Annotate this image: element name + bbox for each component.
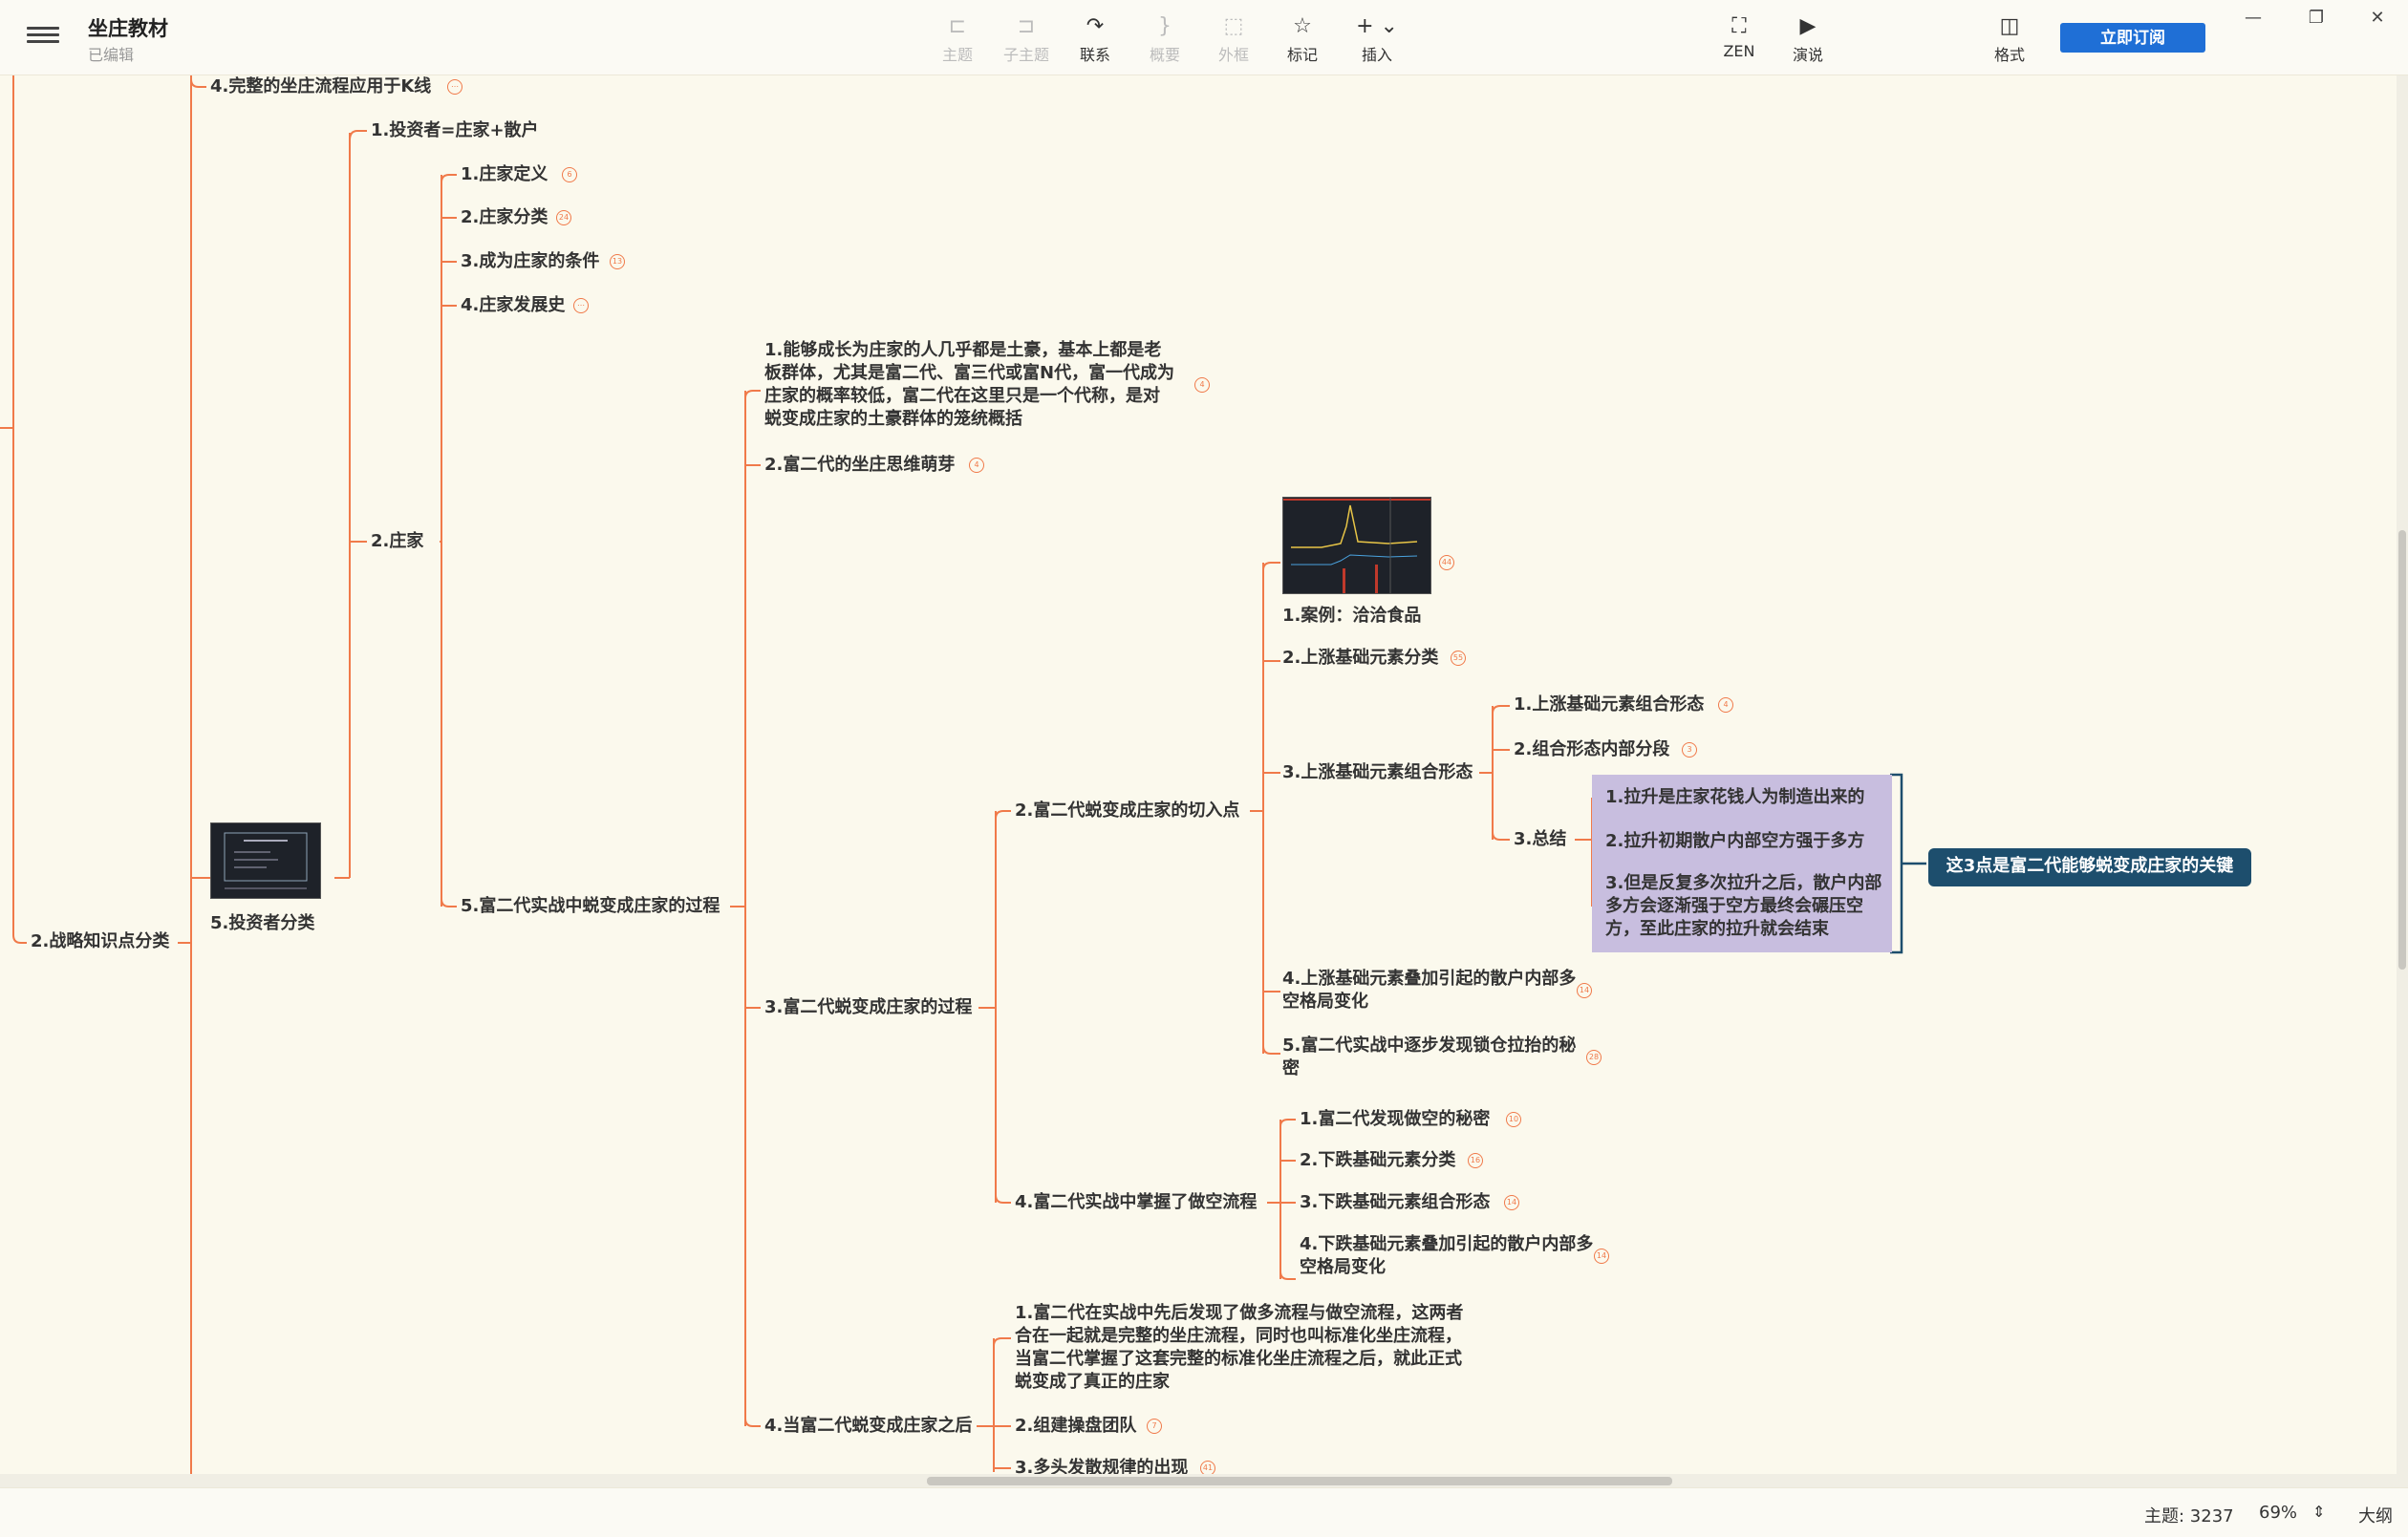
collapse-badge-icon[interactable]: 4 <box>969 458 984 473</box>
investor-diagram-image <box>224 832 308 889</box>
topic-node[interactable]: 3.多头发散规律的出现 <box>1015 1458 1189 1475</box>
topic-button[interactable]: ⊏主题 <box>923 11 992 67</box>
present-button[interactable]: ▶演说 <box>1774 11 1842 67</box>
topic-node[interactable]: 1.拉升是庄家花钱人为制造出来的 <box>1605 787 1865 807</box>
stock-chart-thumbnail <box>1283 498 1430 593</box>
branch-connectors <box>0 75 1926 1475</box>
collapse-badge-icon[interactable]: 55 <box>1451 651 1466 666</box>
vertical-scroll-thumb[interactable] <box>2398 530 2406 970</box>
collapse-badge-icon[interactable]: 14 <box>1504 1195 1519 1210</box>
topic-node[interactable]: 1.富二代发现做空的秘密 <box>1300 1109 1491 1129</box>
topic-node[interactable]: 4.庄家发展史 <box>461 295 566 315</box>
collapse-badge-icon[interactable]: 7 <box>1147 1419 1162 1434</box>
boundary-icon: ⬚ <box>1223 14 1244 38</box>
collapse-badge-icon[interactable]: ⋯ <box>573 298 589 313</box>
summary-icon: } <box>1158 14 1172 38</box>
topic-node[interactable]: 1.庄家定义 <box>461 164 548 184</box>
collapse-badge-icon[interactable]: 4 <box>1718 697 1733 713</box>
topic-node[interactable]: 2.庄家分类 <box>461 207 548 227</box>
topic-node[interactable]: 4.下跌基础元素叠加引起的散户内部多空格局变化 <box>1300 1234 1594 1277</box>
collapse-badge-icon[interactable]: 6 <box>562 167 577 182</box>
topic-node[interactable]: 2.富二代的坐庄思维萌芽 <box>764 455 956 475</box>
relationship-button[interactable]: ↷联系 <box>1061 11 1129 67</box>
close-icon[interactable]: ✕ <box>2370 8 2385 28</box>
horizontal-scroll-thumb[interactable] <box>927 1477 1672 1485</box>
summary-button[interactable]: }概要 <box>1130 11 1199 67</box>
format-panel-icon: ◫ <box>1999 14 2020 38</box>
collapse-badge-icon[interactable]: 3 <box>1682 742 1697 758</box>
insert-button[interactable]: + ⌄插入 <box>1343 11 1411 67</box>
top-toolbar: 坐庄教材 已编辑 ⊏主题 ⊐子主题 ↷联系 }概要 ⬚外框 ☆标记 + ⌄插入 … <box>0 0 2408 75</box>
zoom-level[interactable]: 69% <box>2259 1503 2298 1523</box>
zen-fullscreen-icon: ⛶ <box>1731 14 1747 38</box>
highlight-boundary <box>1592 775 1892 952</box>
summary-node[interactable]: 这3点是富二代能够蜕变成庄家的关键 <box>1928 848 2251 886</box>
collapse-badge-icon[interactable]: 10 <box>1506 1112 1521 1127</box>
outline-button[interactable]: 大纲 <box>2358 1506 2393 1526</box>
topic-node[interactable]: 3.成为庄家的条件 <box>461 251 600 271</box>
collapse-badge-icon[interactable]: 28 <box>1586 1050 1602 1065</box>
topic-node[interactable]: 5.富二代实战中逐步发现锁仓拉抬的秘密 <box>1282 1035 1577 1078</box>
restore-icon[interactable]: ❐ <box>2308 8 2325 28</box>
insert-plus-icon: + ⌄ <box>1356 14 1398 38</box>
topic-node[interactable]: 4.上涨基础元素叠加引起的散户内部多空格局变化 <box>1282 969 1577 1012</box>
document-title: 坐庄教材 <box>88 17 168 40</box>
zoom-stepper-icon[interactable]: ⇕ <box>2312 1503 2326 1521</box>
topic-node[interactable]: 3.上涨基础元素组合形态 <box>1282 762 1473 782</box>
collapse-badge-icon[interactable]: 14 <box>1594 1249 1609 1264</box>
topic-node[interactable]: 1.投资者=庄家+散户 <box>371 120 539 140</box>
topic-count: 主题: 3237 <box>2144 1506 2234 1526</box>
topic-node[interactable]: 3.但是反复多次拉升之后，散户内部多方会逐渐强于空方最终会碾压空方，至此庄家的拉… <box>1605 873 1882 939</box>
present-icon: ▶ <box>1799 14 1817 38</box>
topic-node[interactable]: 1.富二代在实战中先后发现了做多流程与做空流程，这两者合在一起就是完整的坐庄流程… <box>1015 1303 1464 1392</box>
topic-node[interactable]: 3.下跌基础元素组合形态 <box>1300 1192 1491 1212</box>
document-status: 已编辑 <box>88 46 135 64</box>
mindmap-canvas[interactable]: 2.战略知识点分类 4.完整的坐庄流程应用于K线 ⋯ 5.投资者分类 1.投资者… <box>0 75 2397 1475</box>
subtopic-icon: ⊐ <box>1017 14 1036 38</box>
status-bar: 主题: 3237 69% ⇕ 大纲 <box>0 1487 2408 1537</box>
topic-node[interactable]: 2.上涨基础元素分类 <box>1282 648 1439 668</box>
format-button[interactable]: ◫格式 <box>1975 11 2044 67</box>
topic-node[interactable]: 5.投资者分类 <box>210 913 315 933</box>
relationship-icon: ↷ <box>1086 14 1105 38</box>
marker-button[interactable]: ☆标记 <box>1268 11 1337 67</box>
collapse-badge-icon[interactable]: 4 <box>1194 377 1210 393</box>
zen-mode-button[interactable]: ⛶ZEN <box>1705 11 1774 67</box>
topic-node[interactable]: 1.上涨基础元素组合形态 <box>1514 694 1705 715</box>
topic-node[interactable]: 1.能够成长为庄家的人几乎都是土豪，基本上都是老板群体，尤其是富二代、富三代或富… <box>764 340 1175 429</box>
investor-image-thumbnail <box>210 822 321 899</box>
case-chart-image <box>1282 497 1431 594</box>
topic-node[interactable]: 2.富二代蜕变成庄家的切入点 <box>1015 801 1240 821</box>
topic-node[interactable]: 2.战略知识点分类 <box>31 931 170 951</box>
collapse-badge-icon[interactable]: 24 <box>556 210 571 225</box>
collapse-badge-icon[interactable]: 41 <box>1200 1461 1215 1475</box>
subtopic-button[interactable]: ⊐子主题 <box>992 11 1061 67</box>
minimize-icon[interactable]: — <box>2245 8 2262 28</box>
topic-node[interactable]: 2.拉升初期散户内部空方强于多方 <box>1605 831 1865 851</box>
vertical-scrollbar[interactable] <box>2397 75 2408 1487</box>
subscribe-button[interactable]: 立即订阅 <box>2060 23 2205 53</box>
topic-node[interactable]: 4.当富二代蜕变成庄家之后 <box>764 1416 973 1436</box>
topic-node[interactable]: 5.富二代实战中蜕变成庄家的过程 <box>461 896 720 916</box>
topic-node[interactable]: 4.完整的坐庄流程应用于K线 <box>210 76 432 96</box>
topic-icon: ⊏ <box>948 14 967 38</box>
topic-node[interactable]: 3.总结 <box>1514 829 1567 849</box>
star-icon: ☆ <box>1293 14 1312 38</box>
topic-node[interactable]: 2.组合形态内部分段 <box>1514 739 1670 759</box>
topic-node[interactable]: 2.组建操盘团队 <box>1015 1416 1137 1436</box>
topic-node[interactable]: 2.庄家 <box>371 531 424 551</box>
collapse-badge-icon[interactable]: 44 <box>1439 555 1454 570</box>
boundary-button[interactable]: ⬚外框 <box>1199 11 1268 67</box>
collapse-badge-icon[interactable]: 13 <box>610 254 625 269</box>
topic-node[interactable]: 4.富二代实战中掌握了做空流程 <box>1015 1192 1258 1212</box>
topic-node[interactable]: 2.下跌基础元素分类 <box>1300 1150 1456 1170</box>
hamburger-menu-icon[interactable] <box>27 23 59 52</box>
collapse-badge-icon[interactable]: ⋯ <box>447 79 462 95</box>
horizontal-scrollbar[interactable] <box>0 1474 2397 1487</box>
collapse-badge-icon[interactable]: 16 <box>1468 1153 1483 1168</box>
collapse-badge-icon[interactable]: 14 <box>1577 983 1592 998</box>
topic-node[interactable]: 1.案例：洽洽食品 <box>1282 606 1422 626</box>
topic-node[interactable]: 3.富二代蜕变成庄家的过程 <box>764 997 973 1017</box>
